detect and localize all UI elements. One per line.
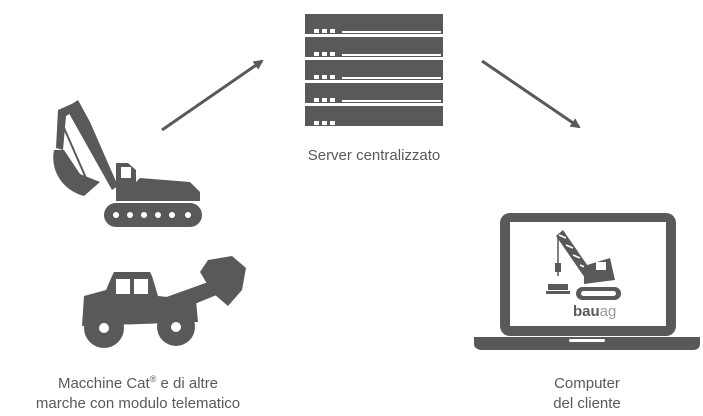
arrow-right-icon: [481, 59, 581, 129]
logo-light: ag: [600, 303, 617, 320]
wheel-loader-icon: [82, 256, 246, 348]
server-label: Server centralizzato: [274, 146, 474, 166]
excavator-icon: [53, 100, 202, 227]
machines-label-line1-suffix: e di altre: [156, 375, 219, 392]
arrow-right-icon: [161, 59, 264, 132]
crawler-crane-icon: [546, 230, 621, 300]
bauag-logo: bauag: [573, 303, 616, 320]
machines-label: Macchine Cat® e di altre marche con modu…: [16, 374, 260, 414]
server-rack-icon: [305, 14, 443, 126]
machines-label-line1-prefix: Macchine Cat: [57, 375, 150, 392]
logo-bold: bau: [573, 303, 600, 320]
machines-label-line1: Macchine Cat® e di altre: [16, 374, 260, 394]
computer-label-line2: del cliente: [553, 395, 621, 412]
server-label-text: Server centralizzato: [307, 147, 441, 164]
registered-mark: ®: [149, 374, 157, 384]
machines-label-line2: marche con modulo telematico: [35, 395, 241, 412]
computer-label: Computer del cliente: [532, 374, 642, 414]
computer-label-line1: Computer: [554, 375, 620, 392]
